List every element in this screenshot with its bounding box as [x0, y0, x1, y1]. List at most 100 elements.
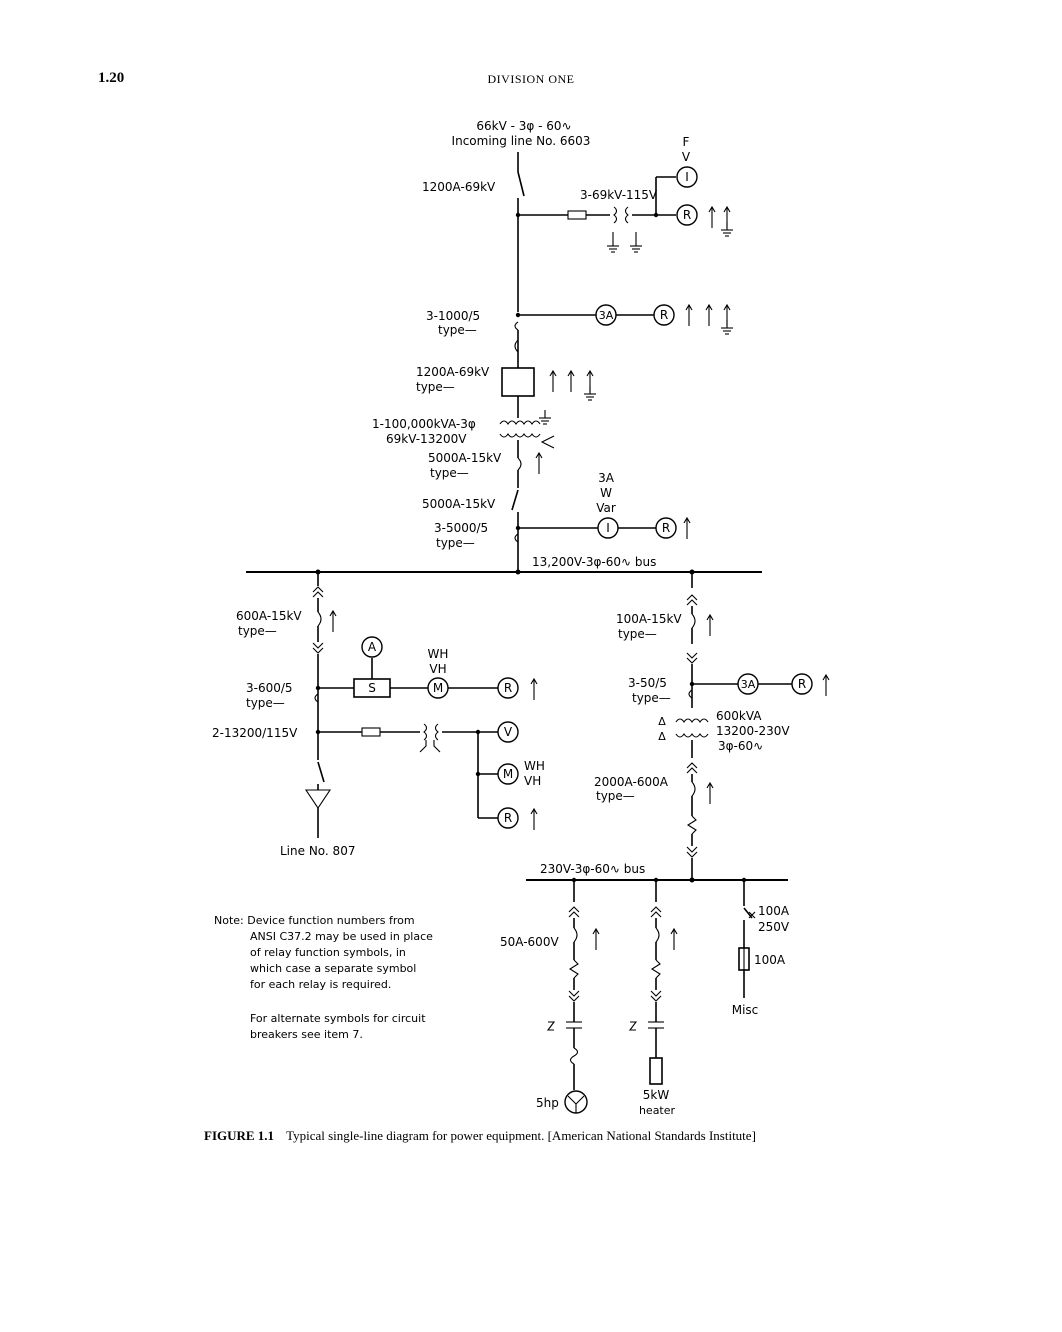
label-transformer-main-2: 69kV-13200V — [386, 432, 467, 446]
label-meter-var: Var — [596, 501, 616, 515]
indicating-meter-letter-2: I — [606, 521, 610, 535]
label-breaker-1200a: 1200A-69kV — [416, 365, 490, 379]
label-meter-f: F — [683, 135, 690, 149]
overload-element-icon-3 — [650, 959, 661, 979]
meter-circle-m2 — [497, 763, 519, 785]
label-heater: heater — [639, 1104, 676, 1117]
voltmeter-circle — [497, 721, 519, 743]
label-transformer-main-1: 1-100,000kVA-3φ — [372, 417, 476, 431]
page-number: 1.20 — [98, 70, 125, 86]
label-breaker-100a: 100A-15kV — [616, 612, 682, 626]
current-transformer-symbol — [514, 321, 519, 353]
pt-wye-icon — [419, 740, 441, 753]
switch-x-icon — [748, 911, 756, 919]
current-transformer-symbol-4 — [688, 689, 693, 699]
switch-box-letter: S — [368, 681, 376, 695]
relay-function-arrow-icon — [683, 517, 691, 540]
label-xfmr-600kva-2: 13200-230V — [716, 724, 790, 738]
ammeter-letter-3a-2: 3A — [741, 678, 756, 691]
caption-text: Typical single-line diagram for power eq… — [286, 1128, 756, 1143]
label-meter-w: W — [600, 486, 612, 500]
running-head: DIVISION ONE — [487, 72, 575, 86]
label-sw-100a: 100A — [758, 904, 790, 918]
label-bus-230: 230V-3φ-60∿ bus — [540, 862, 645, 876]
disconnect-switch-1200a — [517, 171, 525, 197]
label-vh-1: VH — [429, 662, 446, 676]
thermal-overload-icon — [569, 1047, 579, 1065]
label-type-7: type— — [618, 627, 657, 641]
ground-icon — [538, 409, 552, 425]
lightning-arrester-icon — [304, 789, 332, 809]
label-xfmr-600kva-1: 600kVA — [716, 709, 762, 723]
drawout-connector-icon — [686, 762, 698, 774]
voltmeter-letter: V — [504, 725, 513, 739]
breaker-2000a-symbol — [691, 781, 696, 797]
label-breaker-2000a: 2000A-600A — [594, 775, 669, 789]
fuse-symbol — [567, 210, 587, 220]
label-ct-3-5000: 3-5000/5 — [434, 521, 488, 535]
label-sw-250v: 250V — [758, 920, 790, 934]
relay-circle-r3 — [655, 517, 677, 539]
relay-function-arrow-icon — [567, 370, 575, 393]
label-breaker-50a: 50A-600V — [500, 935, 559, 949]
relay-function-arrow-icon — [705, 304, 713, 327]
heater-element — [649, 1057, 663, 1085]
relay-function-arrow-icon — [670, 928, 678, 951]
note-line-7: breakers see item 7. — [250, 1028, 363, 1041]
relay-letter-r6: R — [798, 677, 806, 691]
label-heater-5kw: 5kW — [643, 1088, 670, 1102]
main-transformer-primary — [499, 420, 541, 425]
relay-function-arrow-icon — [706, 614, 714, 637]
delta-winding-icon — [540, 435, 555, 449]
relay-letter-r5: R — [504, 811, 512, 825]
circuit-breaker-1200a — [501, 367, 535, 397]
relay-function-arrow-icon — [530, 808, 538, 831]
drawout-connector-icon — [312, 586, 324, 598]
note-line-4: which case a separate symbol — [250, 962, 416, 975]
relay-circle-r2 — [653, 304, 675, 326]
relay-function-arrow-icon — [535, 452, 543, 475]
current-transformer-symbol-3 — [314, 693, 319, 703]
breaker-50a-symbol — [573, 927, 578, 943]
relay-letter-r3: R — [662, 521, 670, 535]
contactor-coil-icon — [546, 1021, 556, 1031]
overload-element-icon-2 — [568, 959, 579, 979]
relay-circle-r4 — [497, 677, 519, 699]
disconnect-switch-5000a — [511, 489, 519, 511]
overload-element-icon — [686, 815, 697, 835]
breaker-600a-symbol — [317, 611, 322, 627]
note-line-6: For alternate symbols for circuit — [250, 1012, 426, 1025]
relay-function-arrow-icon — [549, 370, 557, 393]
ground-icon — [720, 319, 734, 335]
figure-label: FIGURE 1.1 — [204, 1128, 275, 1143]
contactor-coil-icon — [628, 1021, 638, 1031]
label-type-1: type— — [438, 323, 477, 337]
incoming-line-label-1: 66kV - 3φ - 60∿ — [476, 119, 571, 133]
label-pt-2-13200: 2-13200/115V — [212, 726, 298, 740]
relay-function-arrow-icon — [329, 610, 337, 633]
relay-circle-r6 — [791, 673, 813, 695]
label-misc: Misc — [732, 1003, 759, 1017]
meter-letter-m2: M — [503, 767, 513, 781]
relay-function-arrow-icon — [706, 782, 714, 805]
ammeter-circle-a — [361, 636, 383, 658]
relay-function-arrow-icon — [685, 304, 693, 327]
relay-function-arrow-icon — [592, 928, 600, 951]
junction-dot — [515, 569, 521, 575]
relay-letter-r1: R — [683, 208, 691, 222]
label-type-2: type— — [416, 380, 455, 394]
relay-function-arrow-icon — [822, 674, 830, 697]
label-type-5: type— — [238, 624, 277, 638]
relay-function-arrow-icon — [708, 206, 716, 229]
label-breaker-600a: 600A-15kV — [236, 609, 302, 623]
label-motor-5hp: 5hp — [536, 1096, 559, 1110]
label-bus-13200: 13,200V-3φ-60∿ bus — [532, 555, 656, 569]
drawout-breaker-5000a — [517, 457, 522, 471]
drawout-connector-icon — [650, 990, 662, 1002]
main-transformer-secondary — [499, 433, 541, 438]
label-meter-v: V — [682, 150, 691, 164]
label-meter-3a: 3A — [598, 471, 615, 485]
label-xfmr-600kva-3: 3φ-60∿ — [718, 739, 763, 753]
note-line-5: for each relay is required. — [250, 978, 391, 991]
